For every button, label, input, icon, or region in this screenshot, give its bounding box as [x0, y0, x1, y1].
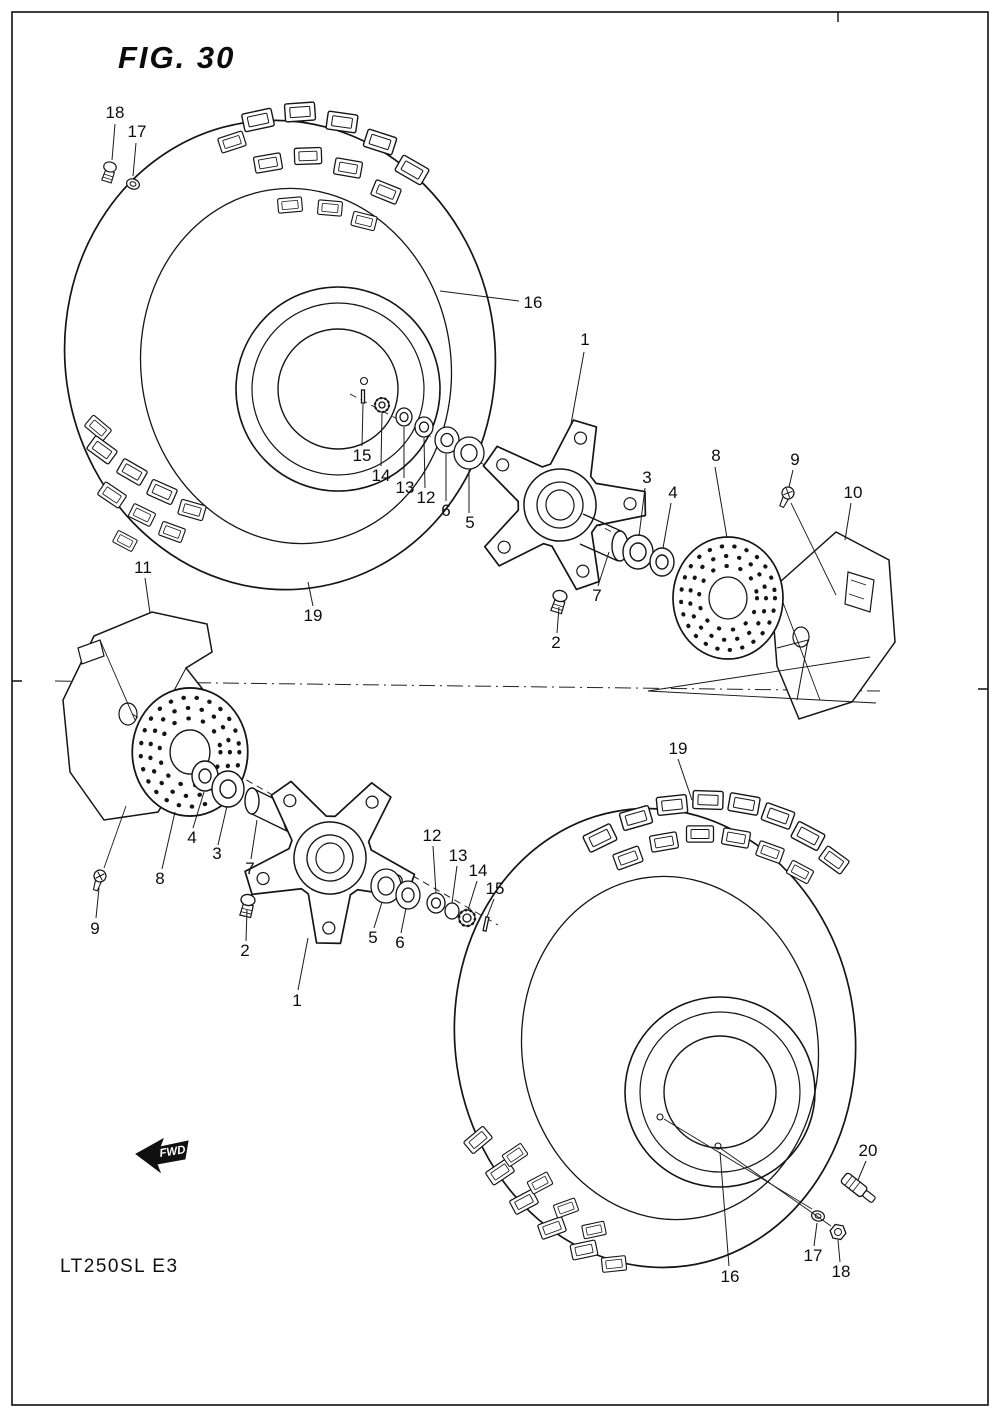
model-code: LT250SL E3: [60, 1256, 179, 1277]
front-wheel-assembly-bottom: [62, 611, 876, 1273]
valve-stem-20: [840, 1172, 876, 1203]
brake-disc-top: [671, 535, 785, 661]
nut-18-bottom: [828, 1223, 848, 1241]
axle-small-parts-top: [360, 389, 485, 470]
fwd-arrow: FWD: [135, 1137, 189, 1174]
axle-small-parts-bottom: [370, 868, 490, 932]
front-wheel-assembly-top: [63, 101, 896, 720]
wheel-rim-bottom: [624, 996, 816, 1188]
centerline: [54, 680, 881, 692]
figure-title: FIG. 30: [118, 40, 236, 75]
washer-17-top: [124, 176, 142, 192]
bolt-18-top: [100, 160, 118, 184]
page-border: [11, 11, 989, 1406]
tire-top: [63, 101, 497, 591]
cover-screw-9-top: [775, 484, 797, 510]
fwd-arrow-label: FWD: [159, 1144, 187, 1160]
bearing-and-seal-top: [622, 534, 675, 577]
pin-15-top: [360, 389, 366, 404]
tire-bottom: [453, 789, 857, 1273]
leader-lines: [95, 123, 867, 1267]
disc-cover-top: [770, 531, 896, 720]
wheel-rim-top: [235, 286, 441, 492]
pin-15-bottom: [482, 916, 490, 932]
bearing-and-seal-bottom: [191, 760, 299, 834]
hub-top: [468, 410, 658, 603]
